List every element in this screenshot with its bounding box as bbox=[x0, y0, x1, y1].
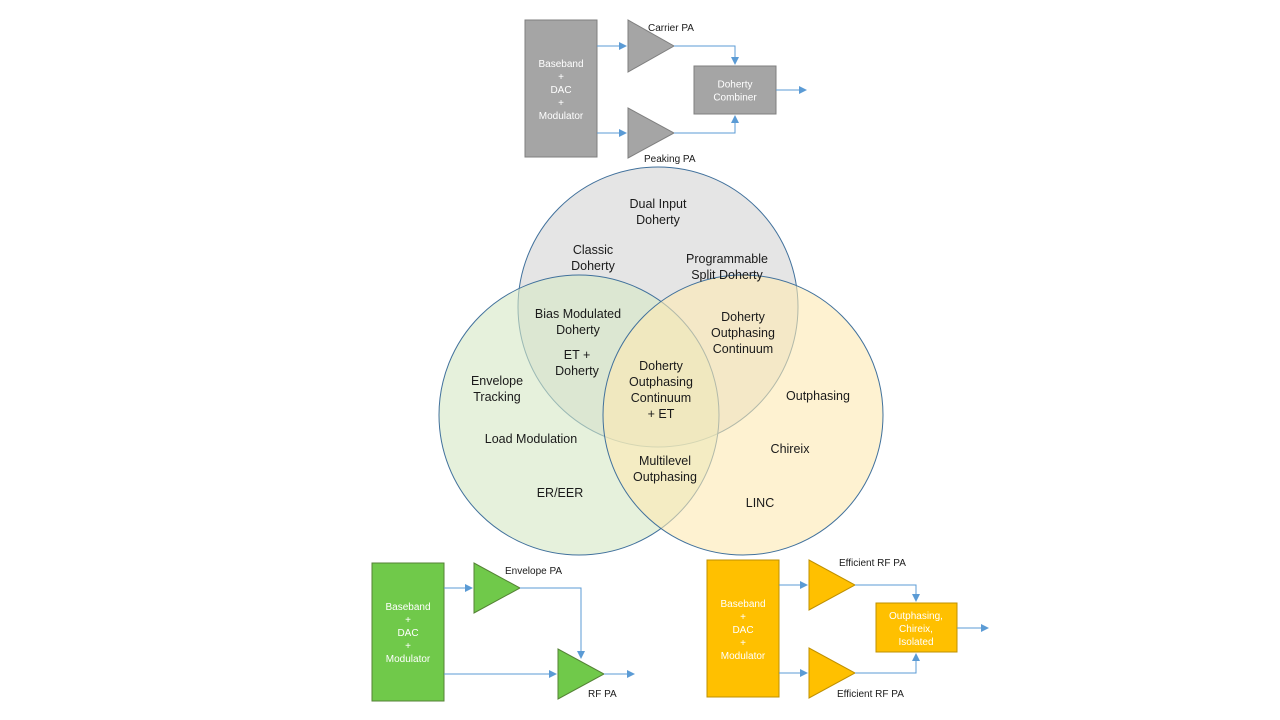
chireix-label: Chireix bbox=[771, 442, 811, 456]
text-line: ET + bbox=[564, 348, 591, 362]
text-line: Dual Input bbox=[630, 197, 688, 211]
text-line: + bbox=[740, 612, 746, 623]
outphasing-label: Outphasing bbox=[786, 389, 850, 403]
text-line: Bias Modulated bbox=[535, 307, 621, 321]
er-eer-label: ER/EER bbox=[537, 486, 584, 500]
text-line: Programmable bbox=[686, 252, 768, 266]
peaking-pa-label: Peaking PA bbox=[644, 154, 696, 165]
efficient-rf-pa-bottom-label: Efficient RF PA bbox=[837, 689, 904, 700]
text-line: Doherty bbox=[556, 323, 601, 337]
linc-label: LINC bbox=[746, 496, 774, 510]
et-doherty-label: ET + Doherty bbox=[555, 348, 600, 378]
text-line: Baseband bbox=[385, 602, 430, 613]
outphasing-combiner-box bbox=[875, 602, 958, 653]
text-line: Continuum bbox=[713, 342, 773, 356]
rf-pa-label: RF PA bbox=[588, 689, 617, 700]
text-line: Modulator bbox=[386, 654, 431, 665]
text-line: Doherty bbox=[717, 80, 752, 91]
text-line: Outphasing, bbox=[889, 611, 943, 622]
text-line: + bbox=[558, 98, 564, 109]
text-line: DAC bbox=[550, 85, 571, 96]
text-line: + ET bbox=[648, 407, 675, 421]
text-line: Classic bbox=[573, 243, 613, 257]
doherty-combiner-box bbox=[693, 65, 777, 115]
text-line: DAC bbox=[397, 628, 418, 639]
text-line: Outphasing bbox=[633, 470, 697, 484]
envelope-pa-label: Envelope PA bbox=[505, 566, 562, 577]
text-line: Continuum bbox=[631, 391, 691, 405]
doherty-source-label: Baseband + DAC + Modulator bbox=[538, 59, 583, 122]
text-line: Doherty bbox=[571, 259, 616, 273]
text-line: Doherty bbox=[555, 364, 600, 378]
text-line: Outphasing bbox=[629, 375, 693, 389]
text-line: + bbox=[558, 72, 564, 83]
text-line: Doherty bbox=[721, 310, 766, 324]
outphasing-circle bbox=[602, 274, 884, 556]
rf-pa-triangle bbox=[557, 648, 606, 700]
text-line: Modulator bbox=[721, 651, 766, 662]
outphasing-block: Baseband + DAC + Modulator Efficient RF PA E… bbox=[706, 558, 989, 700]
text-line: Chireix, bbox=[899, 624, 933, 635]
load-modulation-label: Load Modulation bbox=[485, 432, 577, 446]
et-source-box bbox=[371, 562, 445, 702]
outphasing-source-label: Baseband + DAC + Modulator bbox=[720, 599, 765, 662]
text-line: Combiner bbox=[713, 93, 757, 104]
carrier-pa-label: Carrier PA bbox=[648, 23, 694, 34]
text-line: + bbox=[405, 615, 411, 626]
arrow-peaking-to-combiner bbox=[674, 115, 739, 134]
envelope-pa-triangle bbox=[473, 562, 522, 614]
efficient-rf-pa-bottom-triangle bbox=[808, 647, 857, 699]
text-line: Baseband bbox=[538, 59, 583, 70]
text-line: Outphasing bbox=[711, 326, 775, 340]
carrier-pa-triangle bbox=[627, 19, 676, 73]
et-block: Baseband + DAC + Modulator Envelope PA RF PA bbox=[371, 562, 635, 702]
efficient-rf-pa-top-label: Efficient RF PA bbox=[839, 558, 906, 569]
doherty-source-box bbox=[524, 19, 598, 158]
text-line: Modulator bbox=[539, 111, 584, 122]
arrow-carrier-to-combiner bbox=[674, 45, 739, 65]
outphasing-source-box bbox=[706, 559, 780, 698]
text-line: Doherty bbox=[639, 359, 684, 373]
text-line: Tracking bbox=[473, 390, 521, 404]
text-line: + bbox=[740, 638, 746, 649]
text-line: Baseband bbox=[720, 599, 765, 610]
text-line: Split Doherty bbox=[691, 268, 763, 282]
text-line: Multilevel bbox=[639, 454, 691, 468]
text-line: Isolated bbox=[898, 637, 933, 648]
text-line: DAC bbox=[732, 625, 753, 636]
text-line: + bbox=[405, 641, 411, 652]
doherty-block: Baseband + DAC + Modulator Carrier PA Peakin… bbox=[524, 19, 807, 165]
outphasing-combiner-label: Outphasing, Chireix, Isolated bbox=[889, 611, 943, 648]
arrow-top-pa-to-combiner bbox=[855, 584, 920, 602]
efficient-rf-pa-top-triangle bbox=[808, 559, 857, 611]
arrow-envelope-pa-to-rf-pa bbox=[520, 587, 585, 659]
text-line: Doherty bbox=[636, 213, 681, 227]
et-source-label: Baseband + DAC + Modulator bbox=[385, 602, 430, 665]
text-line: Envelope bbox=[471, 374, 523, 388]
arrow-bottom-pa-to-combiner bbox=[855, 653, 920, 674]
peaking-pa-triangle bbox=[627, 107, 676, 159]
